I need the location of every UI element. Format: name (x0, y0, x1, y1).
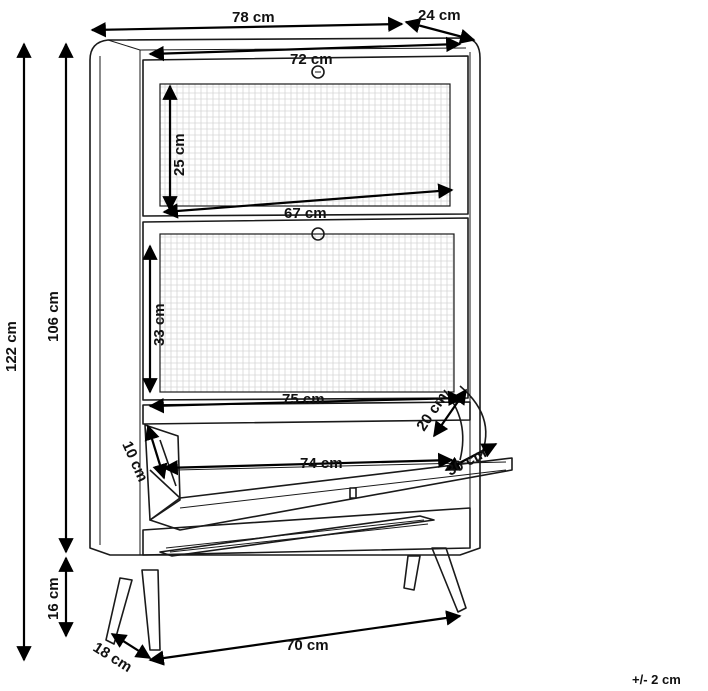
label-leg-span: 70 cm (286, 637, 329, 654)
label-door-height-top: 25 cm (171, 133, 188, 176)
dimension-labels: 78 cm 24 cm 72 cm 25 cm 67 cm 33 cm 75 c… (3, 7, 681, 687)
leg-rear-left (141, 569, 161, 651)
leg-front-left (105, 577, 133, 645)
label-width: 78 cm (232, 9, 275, 26)
bottom-shelf (142, 507, 471, 557)
label-inner-width: 75 cm (282, 391, 325, 408)
label-drawer-height: 20 cm (413, 389, 451, 434)
middle-door-knob (311, 227, 325, 241)
legs (105, 547, 467, 651)
drawer-handle (349, 487, 357, 499)
label-leg-height: 16 cm (45, 577, 62, 620)
middle-door (142, 217, 469, 401)
label-door-height-mid: 33 cm (151, 303, 168, 346)
dimension-lines (16, 16, 498, 666)
label-depth: 24 cm (418, 7, 461, 24)
leg-front-right (431, 547, 467, 613)
top-door-knob (311, 65, 325, 79)
label-tray-width: 74 cm (300, 455, 343, 472)
leg-rear-right (403, 555, 421, 591)
label-total-height: 122 cm (3, 321, 20, 372)
label-door-width-top: 67 cm (284, 205, 327, 222)
tolerance-note: +/- 2 cm (632, 672, 681, 687)
top-door-mesh (159, 83, 451, 207)
label-body-height: 106 cm (45, 291, 62, 342)
label-panel-width: 72 cm (290, 51, 333, 68)
middle-door-mesh (159, 233, 455, 393)
